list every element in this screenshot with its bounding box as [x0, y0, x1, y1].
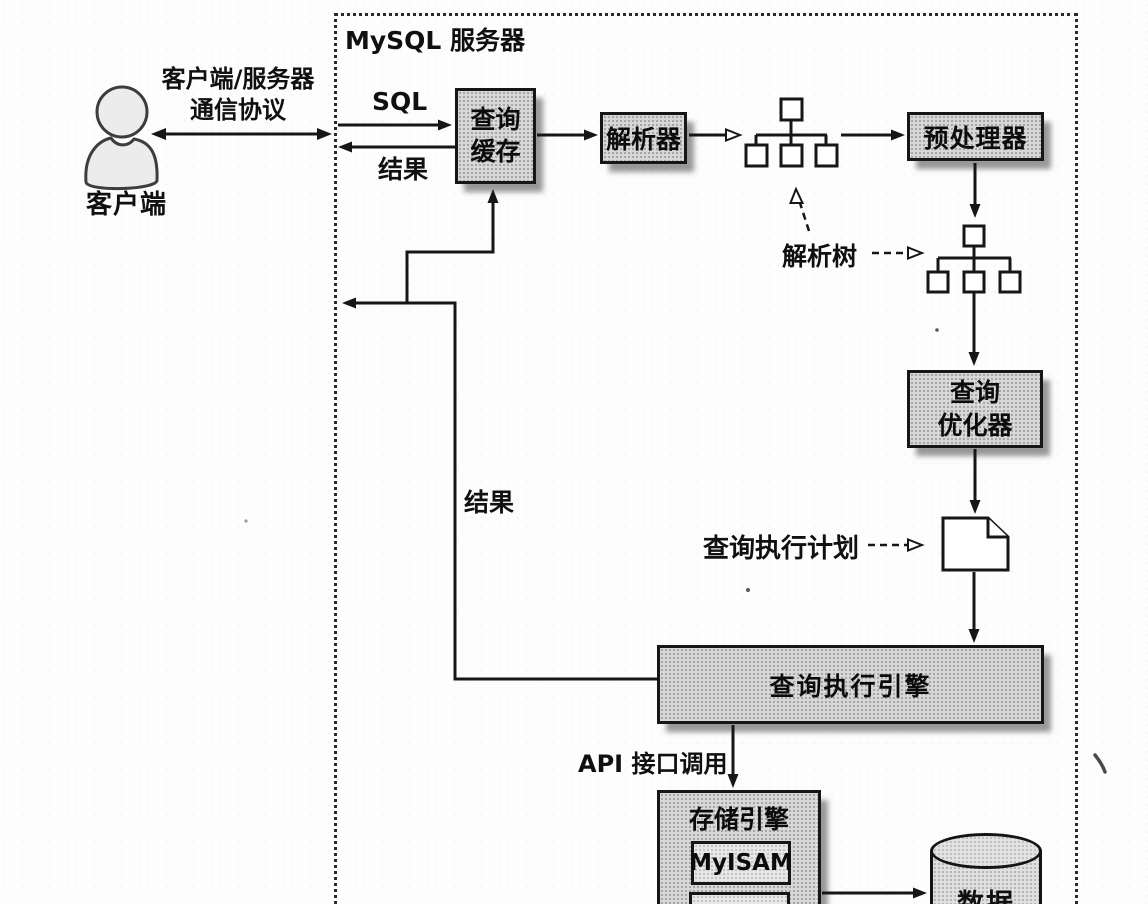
query-cache-node: 查询 缓存: [455, 88, 536, 184]
database-cylinder-top-icon: [930, 833, 1042, 869]
query-cache-label: 查询 缓存: [470, 105, 521, 166]
query-optimizer-node: 查询 优化器: [907, 370, 1043, 448]
client-label: 客户端: [86, 190, 168, 220]
result-label-middle: 结果: [464, 488, 515, 517]
parse-tree-label: 解析树: [782, 242, 858, 271]
mysql-server-boundary: [334, 13, 1078, 904]
myisam-label: MyISAM: [689, 850, 793, 876]
query-plan-label: 查询执行计划: [703, 534, 860, 564]
preprocessor-label: 预处理器: [923, 123, 1028, 153]
storage-engine-node: 存储引擎 MyISAM InnoDB: [657, 790, 821, 904]
innodb-label: InnoDB: [693, 901, 787, 904]
api-call-label: API 接口调用: [578, 750, 728, 778]
data-store-label: 数据: [957, 882, 1015, 904]
sql-label: SQL: [372, 87, 428, 116]
query-optimizer-label: 查询 优化器: [937, 378, 1013, 440]
client-server-double-arrow: [151, 128, 332, 140]
parser-label: 解析器: [605, 125, 681, 154]
myisam-engine-node: MyISAM: [689, 841, 793, 885]
query-execution-engine-label: 查询执行引擎: [769, 671, 932, 701]
client-protocol-label: 客户端/服务器 通信协议: [161, 65, 315, 124]
preprocessor-node: 预处理器: [907, 112, 1044, 161]
query-execution-engine-node: 查询执行引擎: [657, 645, 1044, 724]
parser-node: 解析器: [600, 112, 687, 164]
result-label-top: 结果: [378, 155, 429, 184]
storage-engine-title: 存储引擎: [688, 805, 789, 834]
innodb-engine-node: InnoDB: [689, 892, 790, 904]
mysql-server-title: MySQL 服务器: [345, 26, 526, 55]
